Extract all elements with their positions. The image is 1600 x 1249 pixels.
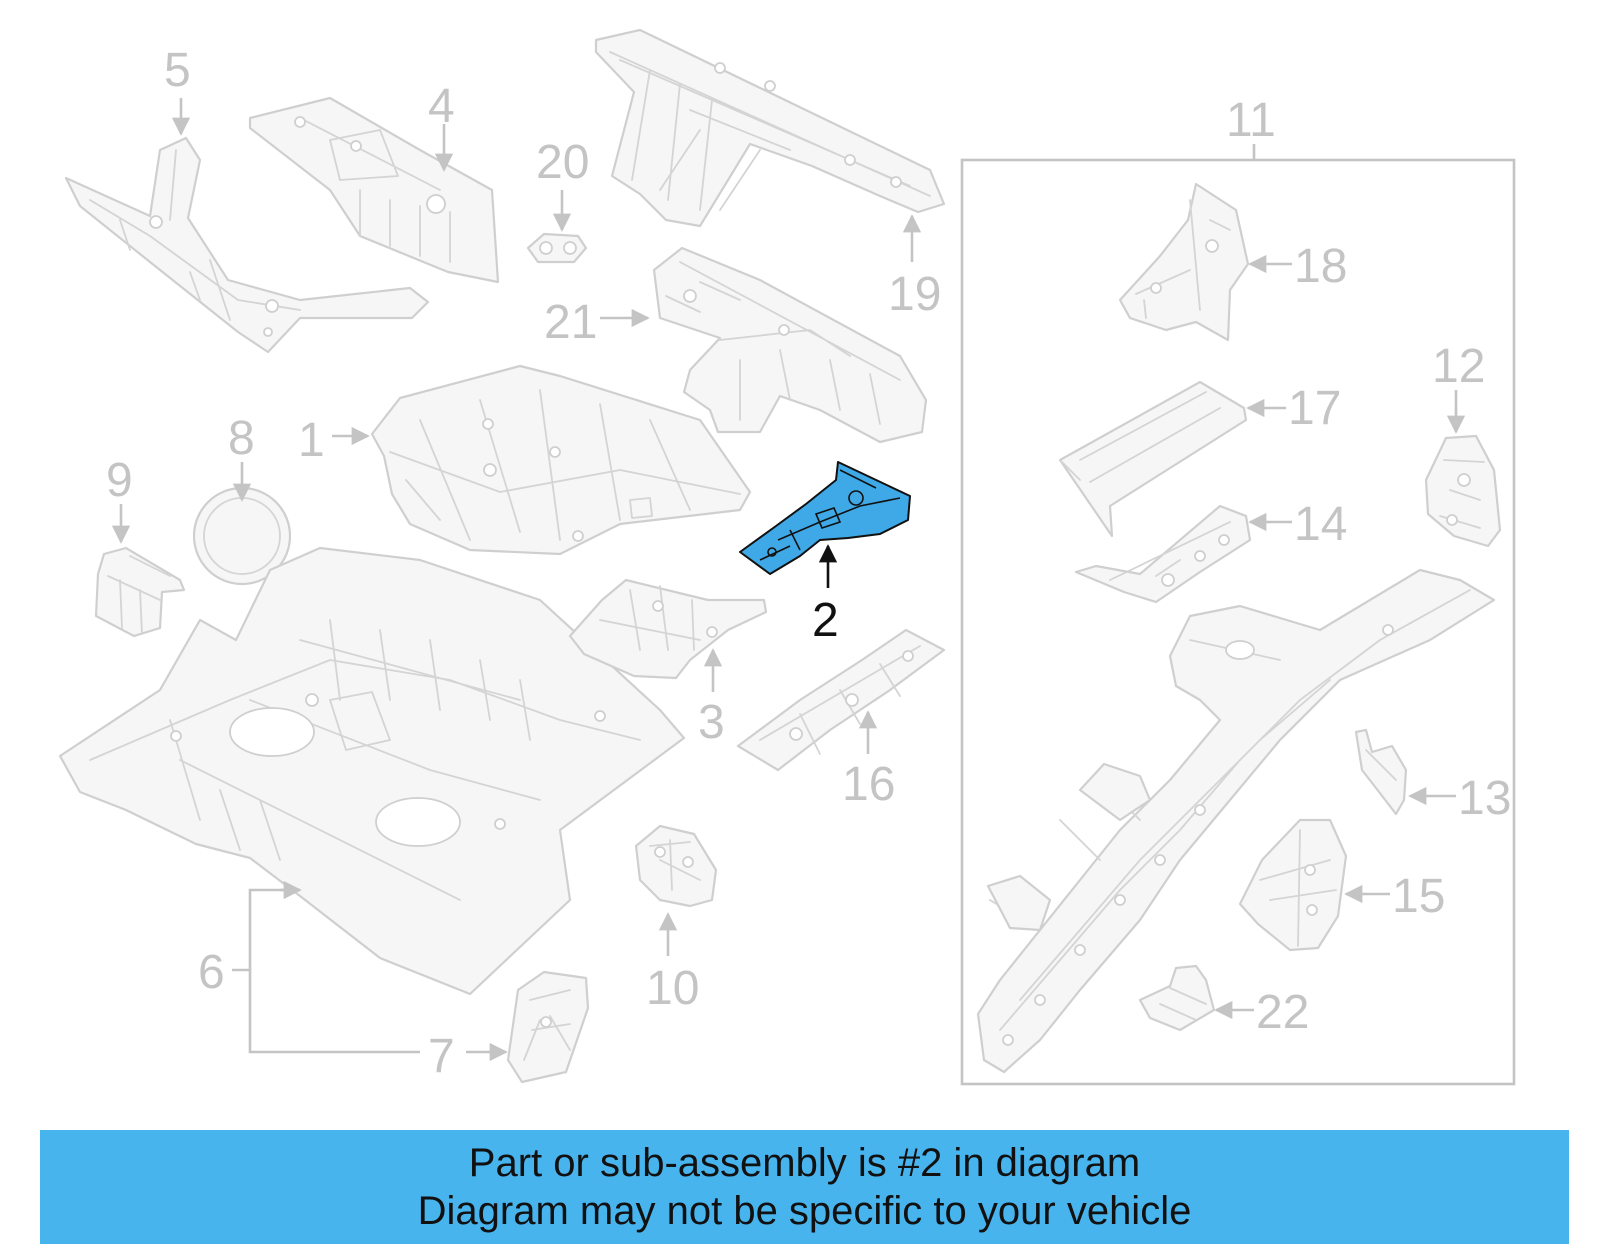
- part-3-drawing: [568, 578, 768, 680]
- part-16-drawing: [736, 628, 946, 772]
- callout-1: 1: [298, 414, 325, 467]
- banner-line-2: Diagram may not be specific to your vehi…: [417, 1189, 1192, 1233]
- callout-19: 19: [888, 268, 941, 321]
- callout-6: 6: [198, 946, 225, 999]
- leader-6-lower: [232, 968, 420, 1054]
- part-12-drawing: [1424, 434, 1502, 548]
- part-11-drawing: [976, 568, 1496, 1074]
- callout-7: 7: [428, 1030, 455, 1083]
- callout-21: 21: [544, 296, 597, 349]
- callout-20: 20: [536, 136, 589, 189]
- callout-12: 12: [1432, 340, 1485, 393]
- info-banner: Part or sub-assembly is #2 in diagram Di…: [40, 1130, 1569, 1244]
- part-10-drawing: [634, 824, 718, 908]
- callout-3: 3: [698, 696, 725, 749]
- callout-4: 4: [428, 80, 455, 133]
- callout-8: 8: [228, 412, 255, 465]
- group-11-box: [960, 158, 1516, 1086]
- callout-16: 16: [842, 758, 895, 811]
- callout-22: 22: [1256, 986, 1309, 1039]
- part-21-drawing: [652, 246, 928, 444]
- banner-line-1: Part or sub-assembly is #2 in diagram: [468, 1141, 1141, 1185]
- callout-18: 18: [1294, 240, 1347, 293]
- callout-5: 5: [164, 44, 191, 97]
- part-22-drawing: [1138, 964, 1216, 1032]
- part-4-drawing: [248, 96, 500, 284]
- callout-10: 10: [646, 962, 699, 1015]
- callout-9: 9: [106, 454, 133, 507]
- part-1-drawing: [370, 364, 752, 556]
- callout-15: 15: [1392, 870, 1445, 923]
- part-18-drawing: [1118, 182, 1250, 342]
- part-19-drawing: [594, 28, 946, 228]
- leader-lines: [111, 98, 1466, 1062]
- part-5-drawing: [64, 136, 430, 354]
- part-15-drawing: [1238, 818, 1348, 952]
- part-6-drawing: [58, 546, 686, 996]
- part-20-drawing: [526, 232, 588, 264]
- part-13-drawing: [1354, 728, 1408, 816]
- part-7-drawing: [506, 970, 590, 1084]
- callout-labels: 5 4 20 19 21 1 8 9 2 3 16 10 6 7 11 18 1…: [106, 44, 1511, 1083]
- callout-17: 17: [1288, 382, 1341, 435]
- part-17-drawing: [1058, 380, 1248, 538]
- callout-14: 14: [1294, 498, 1347, 551]
- callout-11: 11: [1226, 94, 1276, 147]
- part-14-drawing: [1074, 504, 1252, 604]
- parts-diagram: 5 4 20 19 21 1 8 9 2 3 16 10 6 7 11 18 1…: [58, 28, 1516, 1086]
- part-2-drawing: [739, 461, 911, 575]
- part-8-drawing: [192, 486, 292, 586]
- callout-2: 2: [812, 594, 839, 647]
- part-9-drawing: [94, 546, 186, 638]
- leader-6-bracket: [248, 888, 300, 970]
- callout-13: 13: [1458, 772, 1511, 825]
